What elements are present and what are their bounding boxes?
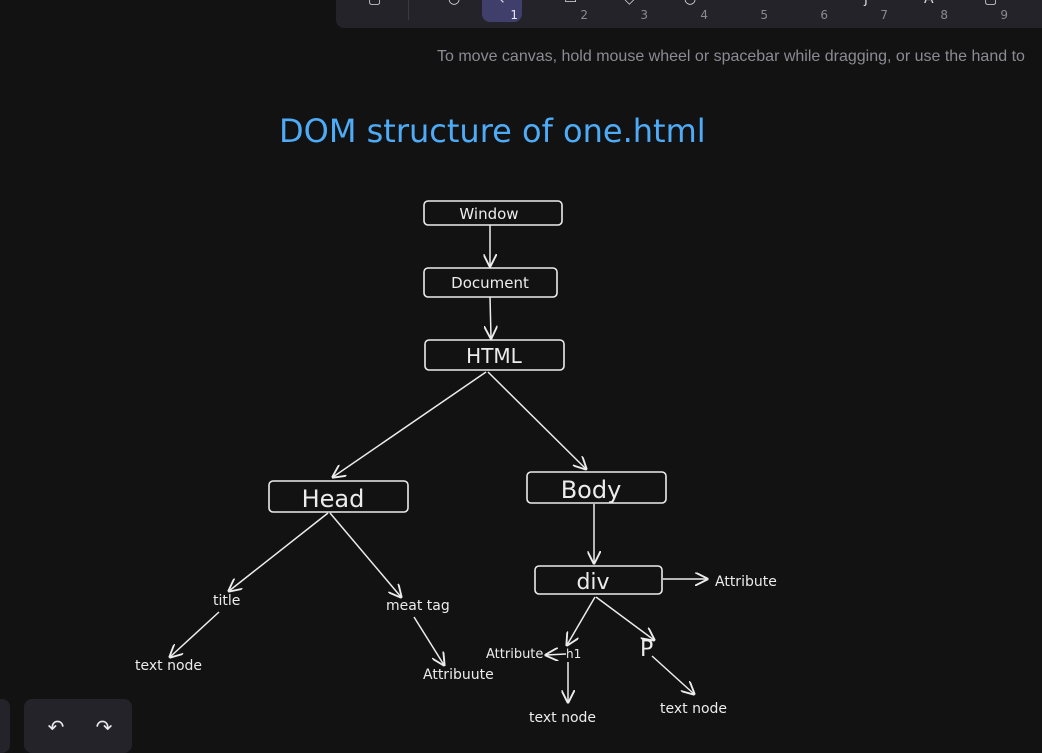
canvas-hint: To move canvas, hold mouse wheel or spac… — [437, 48, 1025, 65]
selection-tool[interactable]: ↖1 — [482, 0, 522, 22]
lock-icon: ▢ — [368, 0, 381, 6]
selection-icon: ↖ — [494, 0, 506, 6]
html-box[interactable] — [424, 339, 565, 371]
image-tool[interactable]: ▢9 — [972, 0, 1012, 22]
tool-shortcut-number: 8 — [940, 8, 948, 22]
ellipse-icon: ○ — [684, 0, 696, 6]
undo-icon: ↶ — [47, 715, 65, 739]
redo-button[interactable]: ↷ — [86, 709, 122, 745]
document-label: Document — [451, 274, 529, 292]
text-node-label-3[interactable]: text node — [660, 701, 727, 717]
arrow-html-body[interactable] — [487, 371, 586, 469]
tool-shortcut-number: 9 — [1000, 8, 1008, 22]
rectangle-tool[interactable]: ▭2 — [552, 0, 592, 22]
tool-shortcut-number: 6 — [820, 8, 828, 22]
window-label: Window — [459, 205, 518, 223]
arrow-p-textnode[interactable] — [651, 655, 694, 694]
arrow-div-p[interactable] — [595, 596, 654, 640]
div-label: div — [576, 570, 609, 595]
text-node-label-2[interactable]: text node — [529, 710, 596, 726]
html-label: HTML — [466, 344, 523, 368]
h1-label[interactable]: h1 — [566, 647, 581, 661]
draw-tool[interactable]: ʃ7 — [852, 0, 892, 22]
line-tool[interactable]: 6 — [792, 0, 832, 22]
arrow-h1-attribute[interactable] — [546, 654, 567, 655]
body-label: Body — [561, 476, 622, 504]
history-panel: ↶ ↷ — [24, 699, 132, 753]
tool-shortcut-number: 3 — [640, 8, 648, 22]
meta-node-label[interactable]: meat tag — [386, 598, 450, 614]
diagram-title[interactable]: DOM structure of one.html — [279, 112, 706, 150]
attribute-div-label[interactable]: Attribute — [715, 574, 777, 590]
main-toolbar: ▢○↖1▭2◇3○456ʃ7A8▢9 — [336, 0, 1042, 28]
lock-tool[interactable]: ▢ — [356, 0, 396, 22]
arrow-div-h1[interactable] — [567, 596, 596, 645]
toolbar-separator — [408, 0, 409, 20]
redo-icon: ↷ — [95, 715, 113, 739]
hand-icon: ○ — [448, 0, 460, 6]
head-box[interactable] — [268, 480, 409, 513]
arrow-tool[interactable]: 5 — [732, 0, 772, 22]
arrow-html-head[interactable] — [333, 371, 487, 477]
text-icon: A — [924, 0, 934, 6]
tool-shortcut-number: 7 — [880, 8, 888, 22]
tool-shortcut-number: 2 — [580, 8, 588, 22]
text-tool[interactable]: A8 — [912, 0, 952, 22]
rectangle-icon: ▭ — [564, 0, 577, 6]
tool-shortcut-number: 4 — [700, 8, 708, 22]
diamond-tool[interactable]: ◇3 — [612, 0, 652, 22]
attribute-h1-label[interactable]: Attribute — [486, 647, 543, 662]
p-label[interactable]: P — [640, 637, 653, 662]
tool-shortcut-number: 1 — [510, 8, 518, 22]
arrow-head-meta[interactable] — [329, 512, 401, 597]
zoom-panel-edge — [0, 699, 10, 753]
attribuute-label[interactable]: Attribuute — [423, 667, 494, 683]
title-node-label[interactable]: title — [213, 593, 240, 609]
undo-button[interactable]: ↶ — [38, 709, 74, 745]
arrow-document-html[interactable] — [490, 296, 491, 338]
arrow-meta-attribuute[interactable] — [413, 616, 444, 665]
window-box[interactable] — [423, 200, 563, 226]
hand-tool[interactable]: ○ — [436, 0, 476, 22]
div-box[interactable] — [534, 565, 663, 595]
tool-shortcut-number: 5 — [760, 8, 768, 22]
diamond-icon: ◇ — [624, 0, 635, 6]
arrow-head-title[interactable] — [229, 512, 329, 591]
image-icon: ▢ — [984, 0, 997, 6]
arrow-title-textnode[interactable] — [170, 611, 220, 657]
body-box[interactable] — [526, 471, 667, 504]
head-label: Head — [302, 485, 365, 513]
ellipse-tool[interactable]: ○4 — [672, 0, 712, 22]
text-node-label-1[interactable]: text node — [135, 658, 202, 674]
draw-icon: ʃ — [864, 0, 869, 6]
